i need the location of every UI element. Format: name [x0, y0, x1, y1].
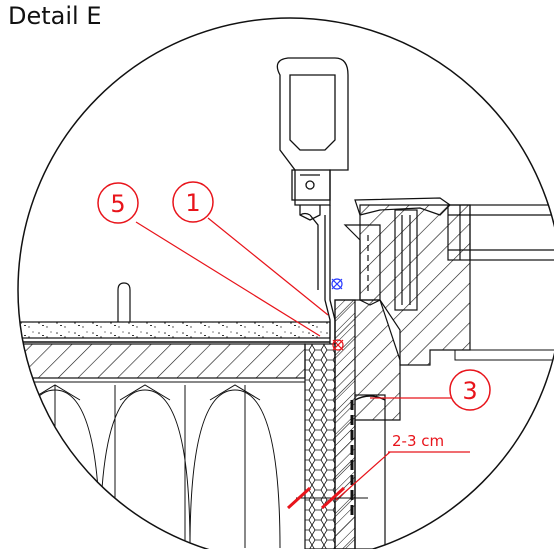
window-sill-block	[359, 204, 471, 366]
wall-insulation	[304, 343, 336, 549]
detail-title: Detail E	[8, 2, 102, 30]
detail-circle	[17, 17, 554, 549]
callout-5: 5	[97, 182, 321, 337]
window-profile	[343, 197, 554, 311]
dimension-label: 2-3 cm	[392, 432, 444, 450]
top-rail-profile	[276, 57, 349, 221]
fastener-marker	[331, 278, 343, 290]
mineral-wool-insulation	[18, 384, 281, 549]
callout-1: 1	[172, 181, 329, 316]
window-frame-post	[334, 299, 401, 549]
callout-3-label: 3	[462, 377, 477, 405]
screed-layer	[18, 321, 331, 339]
callout-3: 3	[370, 369, 491, 411]
callout-1-label: 1	[185, 189, 200, 217]
callout-5-label: 5	[110, 190, 125, 218]
concrete-slab	[18, 343, 306, 379]
dimension-2-3cm: 2-3 cm	[286, 432, 470, 510]
